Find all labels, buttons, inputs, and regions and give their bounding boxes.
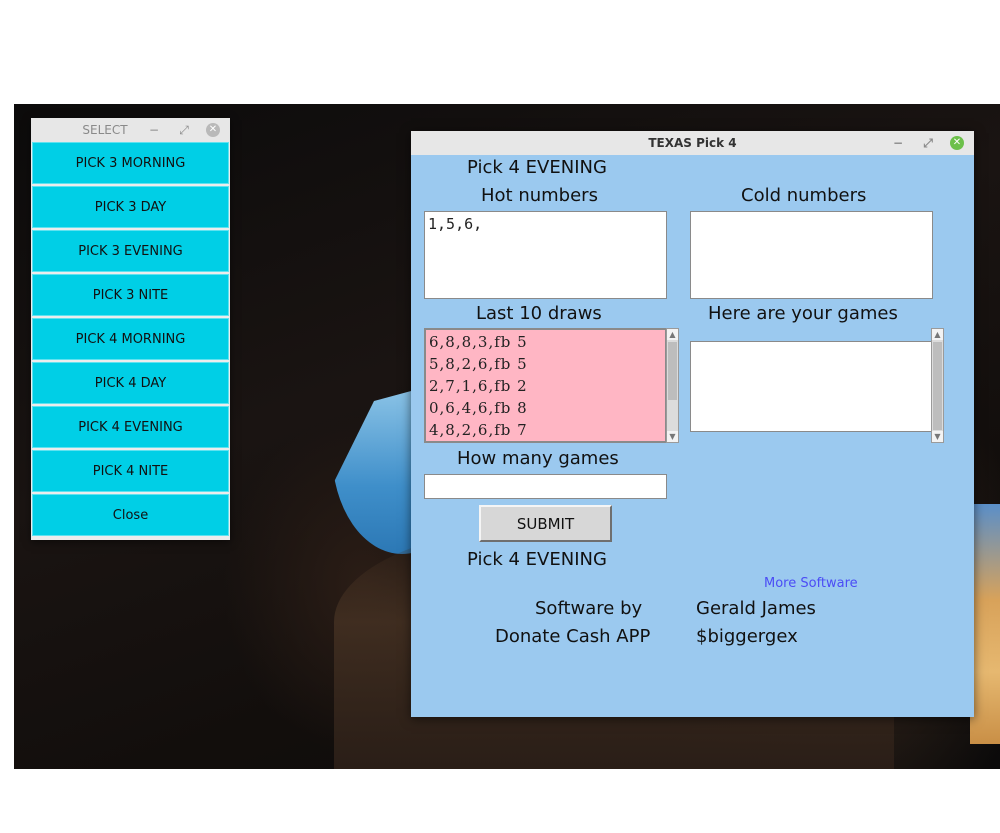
pick4-day-button[interactable]: PICK 4 DAY [32, 362, 229, 404]
maximize-icon[interactable]: ⤢ [923, 136, 933, 150]
close-icon[interactable]: ✕ [206, 123, 220, 137]
last-draws-textbox[interactable]: 6,8,8,3,fb 5 5,8,2,6,fb 5 2,7,1,6,fb 2 0… [424, 328, 667, 443]
submit-button[interactable]: SUBMIT [479, 505, 612, 542]
scroll-down-icon[interactable]: ▼ [667, 431, 678, 442]
draws-scroll-thumb[interactable] [668, 342, 677, 400]
pick4-morning-button[interactable]: PICK 4 MORNING [32, 318, 229, 360]
games-scroll-thumb[interactable] [933, 342, 942, 430]
select-window-title: SELECT [82, 123, 128, 137]
your-games-textbox[interactable] [690, 341, 933, 432]
wallpaper-beach [970, 504, 1000, 744]
draws-scrollbar[interactable]: ▲ ▼ [666, 328, 679, 443]
pick3-nite-button[interactable]: PICK 3 NITE [32, 274, 229, 316]
select-titlebar[interactable]: SELECT − ⤢ ✕ [31, 118, 230, 142]
draw-row: 5,8,2,6,fb 5 [429, 355, 528, 373]
game-header: Pick 4 EVENING [467, 157, 607, 178]
donate-label: Donate Cash APP [495, 626, 651, 647]
close-button[interactable]: Close [32, 494, 229, 536]
minimize-icon[interactable]: − [148, 123, 160, 137]
more-software-link[interactable]: More Software [764, 576, 858, 591]
select-window: SELECT − ⤢ ✕ PICK 3 MORNING PICK 3 DAY P… [31, 118, 230, 540]
pick4-evening-button[interactable]: PICK 4 EVENING [32, 406, 229, 448]
draw-row: 4,8,2,6,fb 7 [429, 421, 528, 439]
pick3-day-button[interactable]: PICK 3 DAY [32, 186, 229, 228]
scroll-up-icon[interactable]: ▲ [932, 329, 943, 340]
pick3-morning-button[interactable]: PICK 3 MORNING [32, 142, 229, 184]
scroll-down-icon[interactable]: ▼ [932, 431, 943, 442]
how-many-games-label: How many games [457, 448, 619, 469]
texas-titlebar[interactable]: TEXAS Pick 4 − ⤢ ✕ [411, 131, 974, 155]
draw-row: 6,8,8,3,fb 5 [429, 333, 528, 351]
cashtag: $biggergex [696, 626, 798, 647]
software-by-label: Software by [535, 598, 643, 619]
pick3-evening-button[interactable]: PICK 3 EVENING [32, 230, 229, 272]
game-footer: Pick 4 EVENING [467, 549, 607, 570]
hot-numbers-textbox[interactable]: 1,5,6, [424, 211, 667, 299]
how-many-games-input[interactable] [424, 474, 667, 499]
draw-row: 0,6,4,6,fb 8 [429, 399, 528, 417]
pick4-nite-button[interactable]: PICK 4 NITE [32, 450, 229, 492]
scroll-up-icon[interactable]: ▲ [667, 329, 678, 340]
close-icon[interactable]: ✕ [950, 136, 964, 150]
your-games-label: Here are your games [708, 303, 898, 324]
last-draws-label: Last 10 draws [476, 303, 602, 324]
texas-window-title: TEXAS Pick 4 [648, 136, 737, 150]
games-scrollbar[interactable]: ▲ ▼ [931, 328, 944, 443]
minimize-icon[interactable]: − [892, 136, 904, 150]
cold-numbers-label: Cold numbers [741, 185, 867, 206]
maximize-icon[interactable]: ⤢ [179, 123, 189, 137]
draw-row: 2,7,1,6,fb 2 [429, 377, 528, 395]
select-button-list: PICK 3 MORNING PICK 3 DAY PICK 3 EVENING… [31, 142, 230, 536]
author-name: Gerald James [696, 598, 816, 619]
hot-numbers-label: Hot numbers [481, 185, 598, 206]
cold-numbers-textbox[interactable] [690, 211, 933, 299]
